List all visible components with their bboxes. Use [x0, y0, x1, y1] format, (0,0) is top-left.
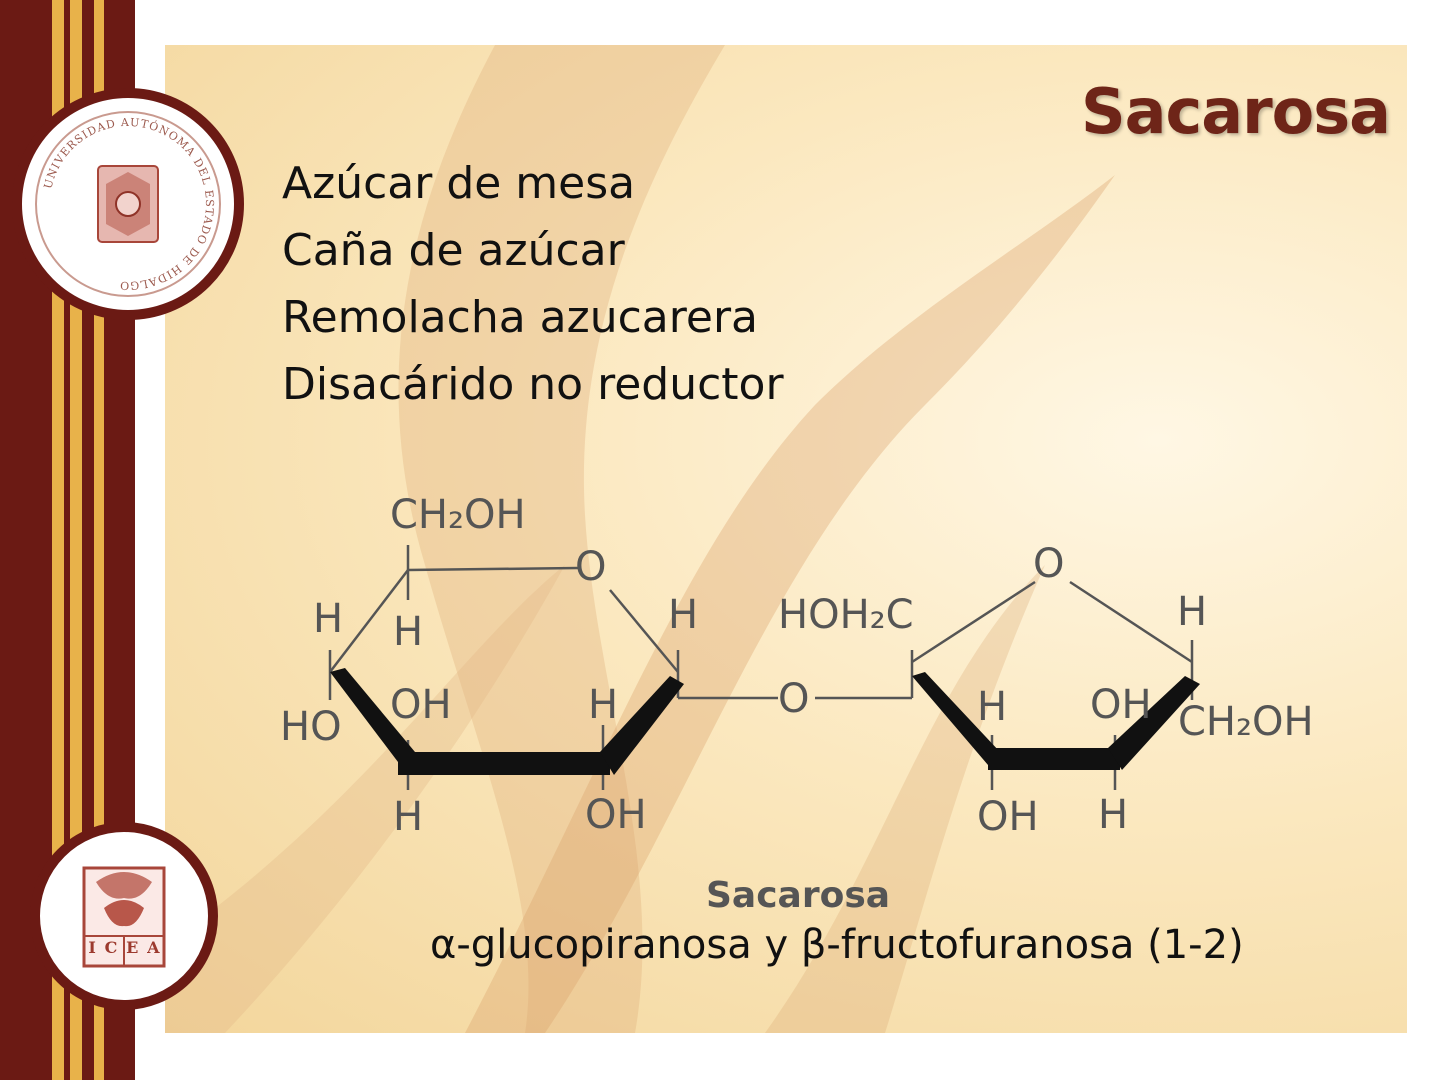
glc-h-label: H	[588, 682, 618, 728]
fru-oh-label: OH	[977, 794, 1039, 840]
bullet-list: Azúcar de mesa Caña de azúcar Remolacha …	[282, 150, 784, 418]
fru-ring-oxygen-label: O	[1033, 541, 1064, 587]
bullet-item: Disacárido no reductor	[282, 359, 784, 410]
fru-h-label: H	[977, 684, 1007, 730]
sucrose-structure-diagram: CH₂OH O H H H HO OH H H OH O HOH₂C O H H…	[280, 492, 1314, 916]
stripe	[64, 0, 70, 1080]
glc-ring-oxygen-label: O	[575, 544, 606, 590]
bullet-item: Remolacha azucarera	[282, 292, 759, 343]
structure-name-label: Sacarosa	[706, 875, 890, 916]
slide-title: Sacarosa	[1081, 75, 1391, 148]
glc-h-label: H	[393, 609, 423, 655]
slide-panel	[165, 45, 1407, 1033]
glc-h-label: H	[393, 794, 423, 840]
seal-letter: I	[88, 938, 96, 957]
seal-letter: A	[147, 938, 160, 957]
structure-caption: α-glucopiranosa y β-fructofuranosa (1-2)	[430, 922, 1244, 968]
fru-oh-label: OH	[1090, 682, 1152, 728]
bullet-item: Azúcar de mesa	[282, 158, 636, 209]
glycosidic-oxygen-label: O	[778, 676, 809, 722]
glc-anomeric-h-label: H	[668, 592, 698, 638]
bullet-item: Caña de azúcar	[282, 225, 625, 276]
glc-ho-label: HO	[280, 704, 342, 750]
fru-h-label: H	[1098, 792, 1128, 838]
fru-h-label: H	[1177, 589, 1207, 635]
flame-watermark	[165, 45, 1115, 1033]
glc-oh-label: OH	[585, 792, 647, 838]
seal-letters: I C E A	[84, 938, 164, 957]
fru-hoh2c-label: HOH₂C	[778, 592, 914, 638]
fru-ch2oh-label: CH₂OH	[1178, 699, 1314, 745]
glc-ch2oh-label: CH₂OH	[390, 492, 526, 538]
institute-seal: I C E A	[30, 822, 218, 1010]
university-seal: UNIVERSIDAD AUTÓNOMA DEL ESTADO DE HIDAL…	[12, 88, 244, 320]
seal-letter: E	[126, 938, 139, 957]
seal-letter: C	[104, 938, 118, 957]
stripe	[94, 0, 104, 1080]
glc-oh-label: OH	[390, 682, 452, 728]
glc-h-label: H	[313, 596, 343, 642]
